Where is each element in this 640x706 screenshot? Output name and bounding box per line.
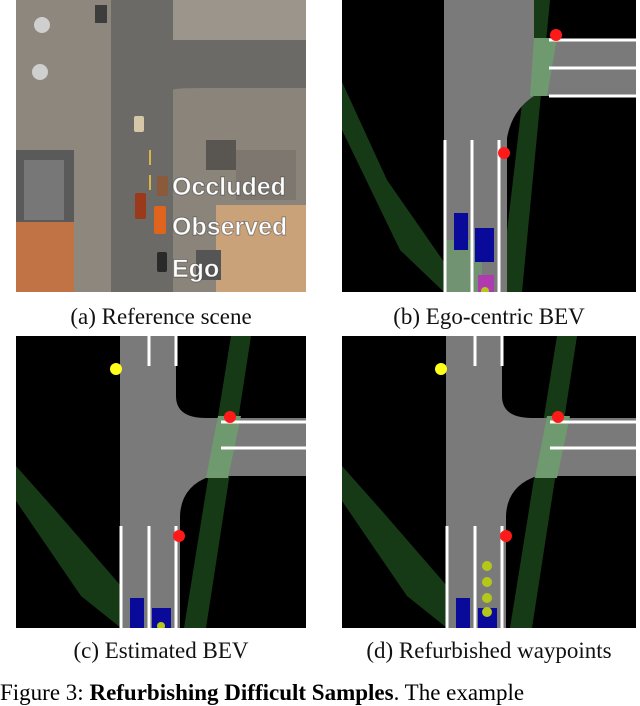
legend-occluded: Occluded xyxy=(172,173,286,201)
caption-reference-scene: (a) Reference scene xyxy=(70,304,252,329)
legend-observed: Observed xyxy=(172,213,287,241)
caption-ego-centric-bev: (b) Ego-centric BEV xyxy=(393,304,585,329)
caption-refurbished-waypoints: (d) Refurbished waypoints xyxy=(366,638,612,663)
figure-caption: Figure 3: Refurbishing Difficult Samples… xyxy=(0,680,640,706)
legend-ego: Ego xyxy=(172,255,219,283)
reference-scene-panel: Occluded Observed Ego xyxy=(16,0,306,292)
figure-caption-rest: . The example xyxy=(393,680,525,705)
refurbished-waypoints-image xyxy=(342,336,636,628)
observed-car-icon xyxy=(154,206,166,234)
occluded-car-icon xyxy=(157,176,168,196)
figure-caption-prefix: Figure 3: xyxy=(0,680,90,705)
ego-centric-bev-panel xyxy=(342,0,636,292)
caption-estimated-bev: (c) Estimated BEV xyxy=(73,638,249,663)
ego-centric-bev-image xyxy=(342,0,636,292)
refurbished-waypoints-panel xyxy=(342,336,636,628)
figure-caption-title: Refurbishing Difficult Samples xyxy=(89,680,394,705)
ego-car-icon xyxy=(157,252,167,272)
estimated-bev-image xyxy=(16,336,306,628)
reference-scene-image: Occluded Observed Ego xyxy=(16,0,306,292)
estimated-bev-panel xyxy=(16,336,306,628)
